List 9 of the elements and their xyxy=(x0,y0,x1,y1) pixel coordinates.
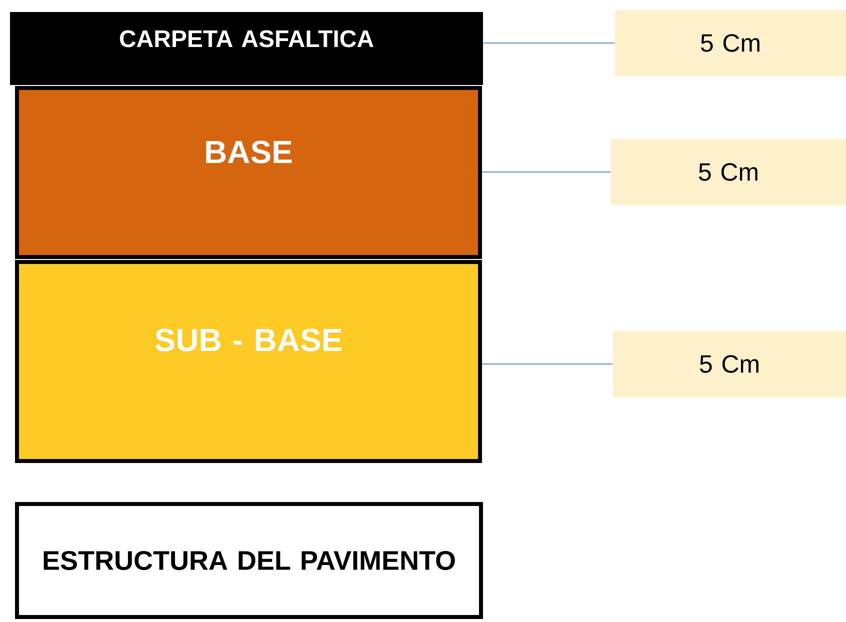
layer-band: SUB - BASE xyxy=(15,260,482,463)
thickness-box: 5 Cm xyxy=(613,331,846,397)
thickness-box: 5 Cm xyxy=(615,10,846,76)
layer-band: CARPETA ASFALTICA xyxy=(10,12,483,85)
thickness-box: 5 Cm xyxy=(611,139,846,205)
layer-band: BASE xyxy=(15,86,482,259)
node-label: CARPETA ASFALTICA xyxy=(120,30,374,48)
leader-line xyxy=(482,42,616,44)
title-box: ESTRUCTURA DEL PAVIMENTO xyxy=(15,502,483,619)
